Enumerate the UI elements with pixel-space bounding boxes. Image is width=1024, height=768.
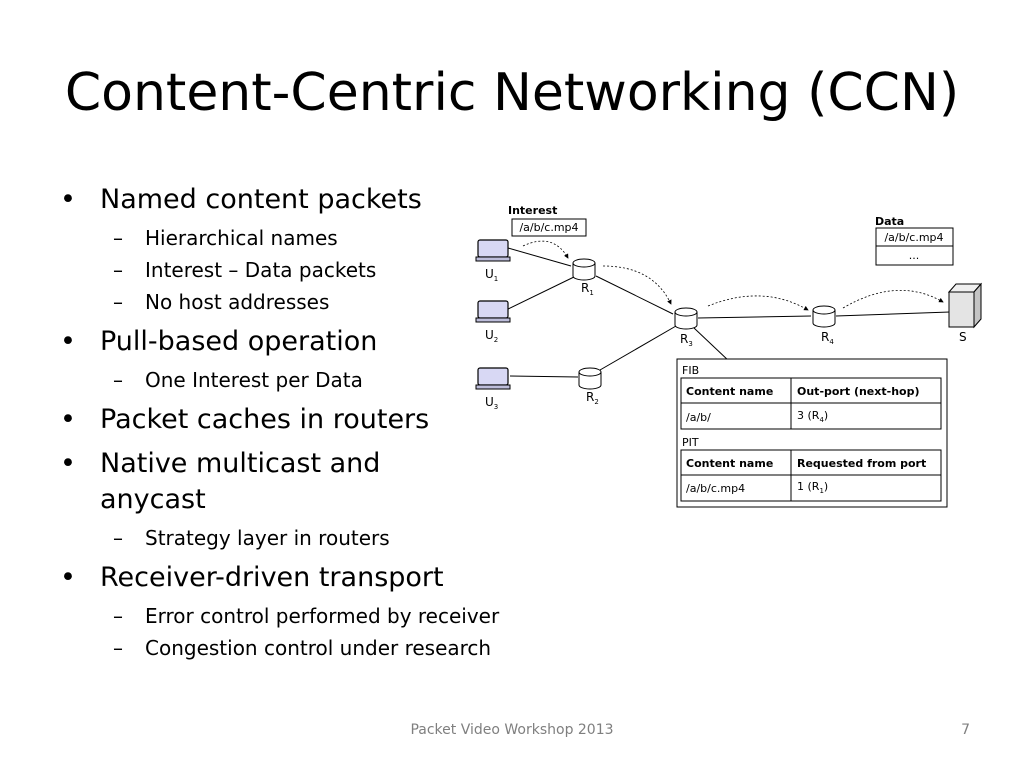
link-r3-fib: [693, 327, 731, 363]
fib-header-content-name: Content name: [686, 385, 773, 398]
node-label-s: S: [959, 330, 967, 344]
footer-text: Packet Video Workshop 2013: [410, 722, 614, 738]
interest-flow-arrow: [842, 289, 944, 309]
bullet-item: Pull-based operation: [60, 324, 620, 360]
fib-row-content-name: /a/b/: [686, 411, 711, 424]
node-label-r3: R3: [680, 332, 693, 348]
bullet-item: Receiver-driven transport: [60, 560, 620, 596]
link-u2-r1: [507, 275, 577, 310]
bullet-list: Named content packets Hierarchical names…: [60, 182, 620, 664]
fib-row-out-port: 3 (R4): [797, 409, 828, 424]
node-label-r1: R1: [581, 281, 594, 297]
bullet-item: Native multicast and anycast: [60, 446, 400, 518]
interest-flow-arrow: [522, 240, 569, 259]
link-u3-r2: [509, 375, 579, 378]
interest-flow-arrow: [707, 295, 809, 311]
sub-bullet-item: Error control performed by receiver: [60, 600, 620, 632]
node-label-u1: U1: [485, 267, 498, 283]
fib-header-out-port: Out-port (next-hop): [797, 385, 919, 398]
node-label-r4: R4: [821, 330, 834, 346]
node-label-r2: R2: [586, 390, 599, 406]
router-icon-r3: [674, 307, 698, 330]
data-packet-name: /a/b/c.mp4: [884, 231, 943, 244]
link-r3-r4: [697, 315, 812, 319]
router-icon-r4: [812, 305, 836, 328]
router-icon-r1: [572, 258, 596, 281]
link-r1-r3: [595, 275, 674, 315]
link-r2-r3: [599, 325, 677, 371]
sub-bullet-item: Interest – Data packets: [60, 254, 620, 286]
pit-header-requested-from: Requested from port: [797, 457, 926, 470]
interest-label: Interest: [508, 204, 557, 217]
sub-bullet-item: Strategy layer in routers: [60, 522, 620, 554]
bullet-item: Named content packets: [60, 182, 620, 218]
sub-bullet-item: No host addresses: [60, 286, 620, 318]
link-r4-s: [835, 311, 951, 317]
link-u1-r1: [507, 247, 572, 267]
computer-icon-u1: [475, 239, 511, 262]
page-number: 7: [961, 722, 970, 738]
computer-icon-u2: [475, 300, 511, 323]
interest-packet-name: /a/b/c.mp4: [519, 221, 578, 234]
slide-title: Content-Centric Networking (CCN): [64, 63, 960, 123]
interest-flow-arrow: [602, 265, 672, 305]
fib-label: FIB: [682, 364, 699, 377]
pit-header-content-name: Content name: [686, 457, 773, 470]
node-label-u2: U2: [485, 328, 498, 344]
computer-icon-u3: [475, 367, 511, 390]
sub-bullet-item: Congestion control under research: [60, 632, 620, 664]
node-label-u3: U3: [485, 395, 498, 411]
sub-bullet-item: One Interest per Data: [60, 364, 620, 396]
pit-row-requested-from: 1 (R1): [797, 480, 828, 495]
interest-packet-box: [511, 218, 587, 237]
router-icon-r2: [578, 367, 602, 390]
pit-row-content-name: /a/b/c.mp4: [686, 482, 745, 495]
fib-table: [680, 377, 942, 430]
data-label: Data: [875, 215, 904, 228]
pit-label: PIT: [682, 436, 699, 449]
pit-table: [680, 449, 942, 502]
ccn-network-diagram: Interest /a/b/c.mp4 Data /a/b/c.mp4 ... …: [475, 204, 983, 508]
bullet-item: Packet caches in routers: [60, 402, 620, 438]
sub-bullet-item: Hierarchical names: [60, 222, 620, 254]
data-packet-ellipsis: ...: [909, 249, 920, 262]
server-icon: [947, 282, 983, 329]
